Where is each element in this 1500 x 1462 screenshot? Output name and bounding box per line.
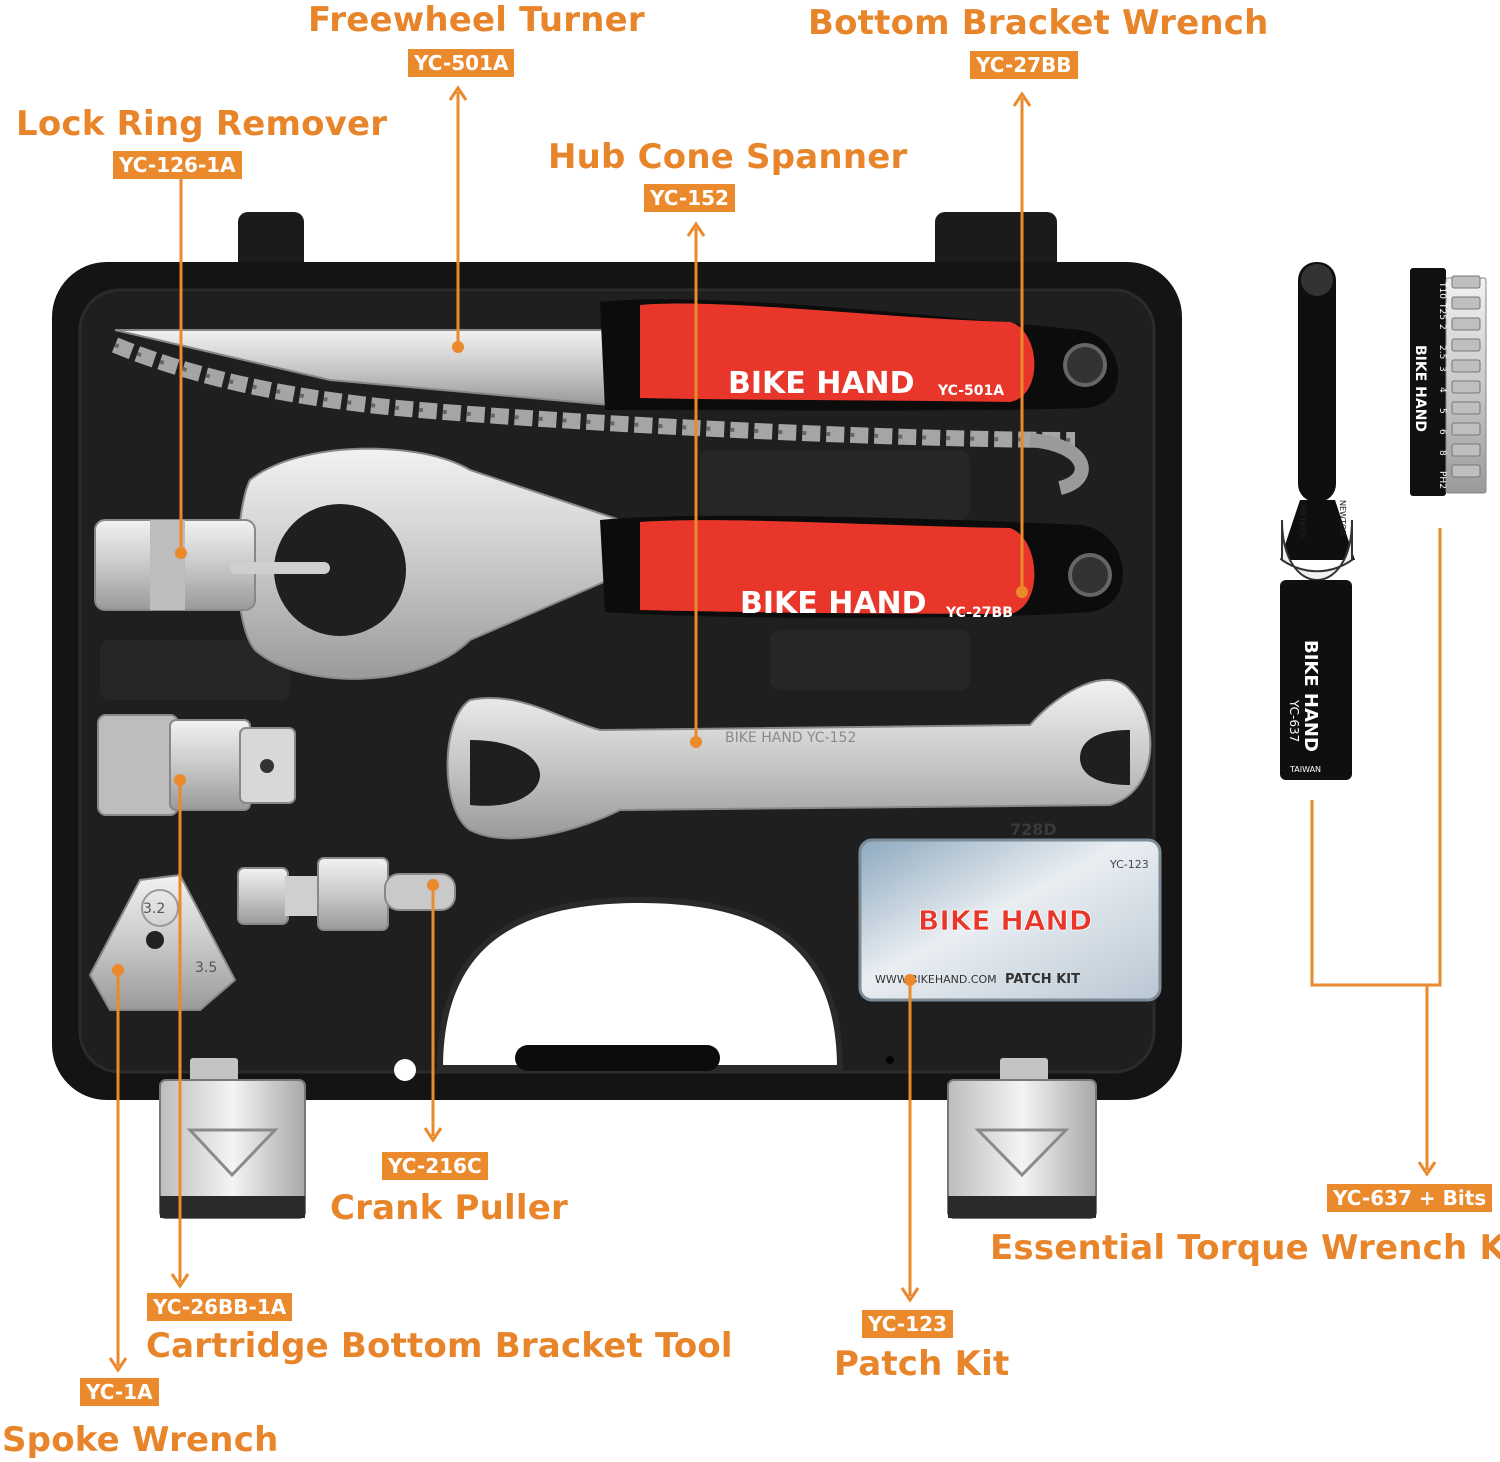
hub-cone-spanner-tool: BIKE HAND YC-152 (446, 679, 1152, 840)
torque-wrench-tool: BIKE HAND YC-637 TAIWAN METERS NEWTON (1280, 262, 1355, 780)
callout-patch-kit: Patch Kit (834, 1344, 1010, 1384)
callout-spoke-wrench: Spoke Wrench (2, 1420, 279, 1460)
spoke-size-right: 3.5 (195, 960, 217, 976)
bit-size-label: 6 (1437, 429, 1447, 435)
spoke-size-top: 3.2 (143, 901, 165, 917)
bit-size-label: PH2 (1437, 471, 1447, 489)
torque-scale-left: METERS (1298, 505, 1307, 538)
patch-kit-code: YC-123 (1109, 858, 1149, 871)
callout-cartridge-bb-tool: Cartridge Bottom Bracket Tool (146, 1326, 733, 1366)
callout-leader-lines (108, 85, 1442, 1373)
callout-crank-puller-code: YC-216C (382, 1152, 488, 1180)
bit (1451, 359, 1481, 373)
patch-kit-box: BIKE HAND YC-123 WWW.BIKEHAND.COM PATCH … (858, 838, 1162, 1002)
patch-kit-web: WWW.BIKEHAND.COM (875, 973, 997, 986)
cartridge-bb-tool (97, 714, 296, 816)
hub-spanner-engraving: BIKE HAND YC-152 (725, 730, 856, 746)
callout-spoke-wrench-code: YC-1A (80, 1378, 159, 1406)
bit (1451, 464, 1481, 478)
bit (1451, 275, 1481, 289)
bit-size-label: T10 (1437, 281, 1447, 299)
crank-puller-tool (237, 857, 456, 931)
bit-size-label: 2.5 (1437, 345, 1447, 359)
bottom-bracket-wrench-tool: BIKE HAND YC-27BB (236, 447, 1123, 680)
bit-size-label: 3 (1437, 366, 1447, 372)
patch-kit-brand: BIKE HAND (918, 904, 1092, 937)
callout-patch-kit-code: YC-123 (862, 1310, 953, 1338)
callout-cartridge-bb-code: YC-26BB-1A (147, 1293, 293, 1321)
freewheel-handle-brand: BIKE HAND (728, 366, 915, 401)
bit-size-label: 4 (1437, 387, 1447, 393)
callout-crank-puller: Crank Puller (330, 1188, 568, 1228)
freewheel-turner-tool: BIKE HAND YC-501A (111, 299, 1119, 495)
case-molded-mark: 728D (1010, 820, 1057, 839)
callout-torque-kit-code: YC-637 + Bits (1327, 1184, 1493, 1212)
bit-size-label: 2 (1437, 324, 1447, 330)
bit (1451, 338, 1481, 352)
callout-lock-ring-remover-code: YC-126-1A (113, 151, 242, 179)
bit-holder-brand: BIKE HAND (1412, 345, 1428, 432)
lock-ring-remover-tool (94, 519, 330, 611)
callout-lock-ring-remover: Lock Ring Remover (16, 104, 388, 144)
bit-size-label: T25 (1437, 302, 1447, 320)
bit (1451, 296, 1481, 310)
torque-model: YC-637 (1287, 699, 1301, 742)
patch-kit-title: PATCH KIT (1005, 972, 1080, 987)
case-bottom-latch-right (947, 1058, 1097, 1219)
bb-handle-model: YC-27BB (945, 605, 1013, 621)
torque-scale-right: NEWTON (1338, 500, 1347, 536)
freewheel-handle-model: YC-501A (937, 383, 1004, 399)
bit-size-label: 5 (1437, 408, 1447, 414)
torque-origin: TAIWAN (1289, 765, 1321, 774)
bit (1451, 401, 1481, 415)
bb-handle-brand: BIKE HAND (740, 586, 927, 621)
bit (1451, 443, 1481, 457)
bit (1451, 380, 1481, 394)
callout-freewheel-turner-code: YC-501A (408, 49, 515, 77)
callout-hub-cone-spanner-code: YC-152 (644, 184, 735, 212)
callout-bottom-bracket-wrench: Bottom Bracket Wrench (808, 3, 1269, 43)
torque-brand: BIKE HAND (1300, 640, 1321, 752)
case-bottom-latch-left (159, 1058, 306, 1219)
callout-hub-cone-spanner: Hub Cone Spanner (548, 137, 908, 177)
callout-bottom-bracket-wrench-code: YC-27BB (970, 51, 1078, 79)
callout-freewheel-turner: Freewheel Turner (308, 0, 645, 40)
bit (1451, 422, 1481, 436)
bit-size-label: 8 (1437, 450, 1447, 456)
callout-torque-kit: Essential Torque Wrench Kit (990, 1228, 1500, 1268)
bit (1451, 317, 1481, 331)
